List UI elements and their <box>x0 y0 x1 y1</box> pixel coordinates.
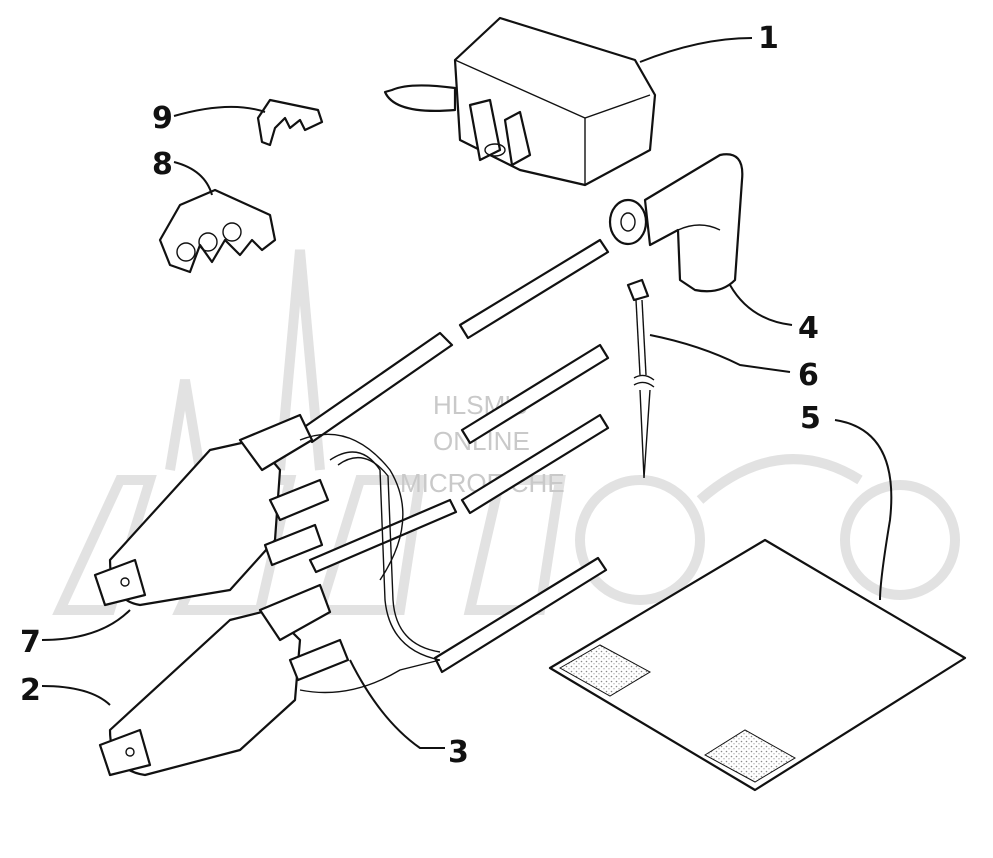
callout-3: 3 <box>448 735 469 770</box>
part-9-clip[interactable] <box>256 98 324 147</box>
callout-9: 9 <box>152 101 173 136</box>
part-8-wire-separator[interactable] <box>158 188 277 274</box>
callout-4: 4 <box>798 311 819 346</box>
callout-5: 5 <box>800 401 821 436</box>
callout-1: 1 <box>758 21 779 56</box>
callout-2: 2 <box>20 673 41 708</box>
callout-6: 6 <box>798 358 819 393</box>
ht-wire-segments[interactable] <box>298 238 610 674</box>
callout-7: 7 <box>20 625 41 660</box>
part-5-decal-sheet[interactable] <box>548 538 967 792</box>
part-3-wire-harness[interactable] <box>329 451 441 661</box>
part-6-cable-tie[interactable] <box>626 278 655 479</box>
callout-numbers: 1 2 3 4 5 6 7 8 9 <box>20 21 821 770</box>
callout-8: 8 <box>152 147 173 182</box>
part-1-cdi-box[interactable] <box>383 16 657 187</box>
part-7-ignition-coil-upper[interactable] <box>93 413 404 607</box>
part-2-ignition-coil-lower[interactable] <box>98 583 441 777</box>
part-4-spark-plug-cap[interactable] <box>608 153 744 293</box>
leader-lines <box>41 37 893 749</box>
watermark-text: HLSM'S ONLINE MICROFICHE <box>400 390 565 498</box>
